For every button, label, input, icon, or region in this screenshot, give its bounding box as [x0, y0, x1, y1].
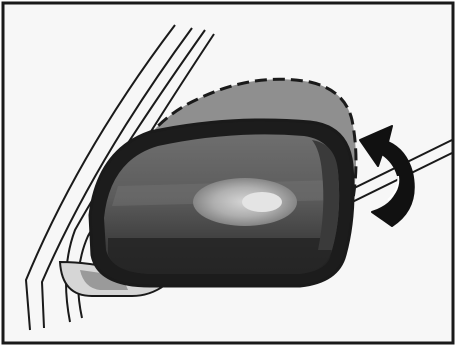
mirror-highlight-inner [242, 192, 282, 212]
mirror-glass-band-dark [108, 238, 334, 274]
